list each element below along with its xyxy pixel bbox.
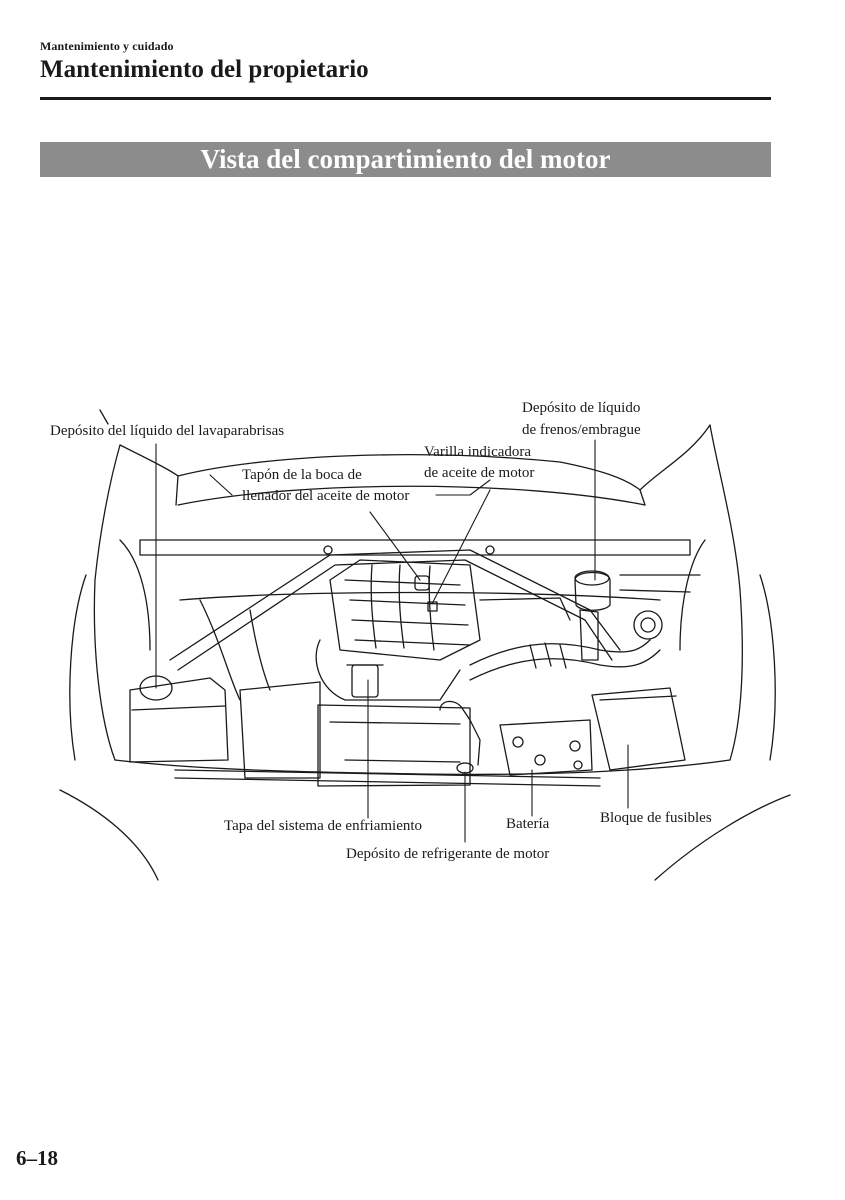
callout-fuse-block: Bloque de fusibles xyxy=(600,810,712,826)
title-divider xyxy=(40,97,771,100)
callout-dipstick-line2: de aceite de motor xyxy=(424,465,535,481)
battery xyxy=(239,681,471,787)
body-outline xyxy=(59,409,791,881)
engine-head xyxy=(315,559,481,701)
page-separator: – xyxy=(26,1146,38,1170)
callout-battery: Batería xyxy=(506,816,550,832)
callout-cooling-cap: Tapa del sistema de enfriamiento xyxy=(224,818,423,834)
misc-lines xyxy=(199,574,701,701)
section-title: Vista del compartimiento del motor xyxy=(200,144,611,174)
page-section: 6 xyxy=(16,1146,27,1170)
callout-dipstick-line1: Varilla indicadora xyxy=(424,444,532,460)
page-number: 6–18 xyxy=(16,1146,58,1171)
breadcrumb: Mantenimiento y cuidado xyxy=(40,39,174,53)
callout-coolant-reservoir: Depósito de refrigerante de motor xyxy=(346,846,550,862)
washer-reservoir xyxy=(129,675,229,763)
leader-lines xyxy=(155,439,629,843)
section-banner: Vista del compartimiento del motor xyxy=(40,142,771,177)
callout-washer-reservoir: Depósito del líquido del lavaparabrisas xyxy=(50,423,285,439)
intake-hose xyxy=(469,610,663,681)
page-title: Mantenimiento del propietario xyxy=(40,56,369,83)
cowl-panel xyxy=(139,539,691,787)
strut-brace xyxy=(169,545,621,671)
callout-oil-cap-line2: llenador del aceite de motor xyxy=(242,488,410,504)
page-num: 18 xyxy=(37,1146,58,1170)
cooling-cap xyxy=(346,664,384,698)
callout-brake-reservoir-line1: Depósito de líquido xyxy=(522,400,641,416)
fuse-block xyxy=(591,687,686,771)
callout-brake-reservoir-line2: de frenos/embrague xyxy=(522,422,641,438)
brake-reservoir xyxy=(574,570,611,661)
callout-oil-cap-line1: Tapón de la boca de xyxy=(242,467,362,483)
battery-bracket xyxy=(499,719,593,776)
